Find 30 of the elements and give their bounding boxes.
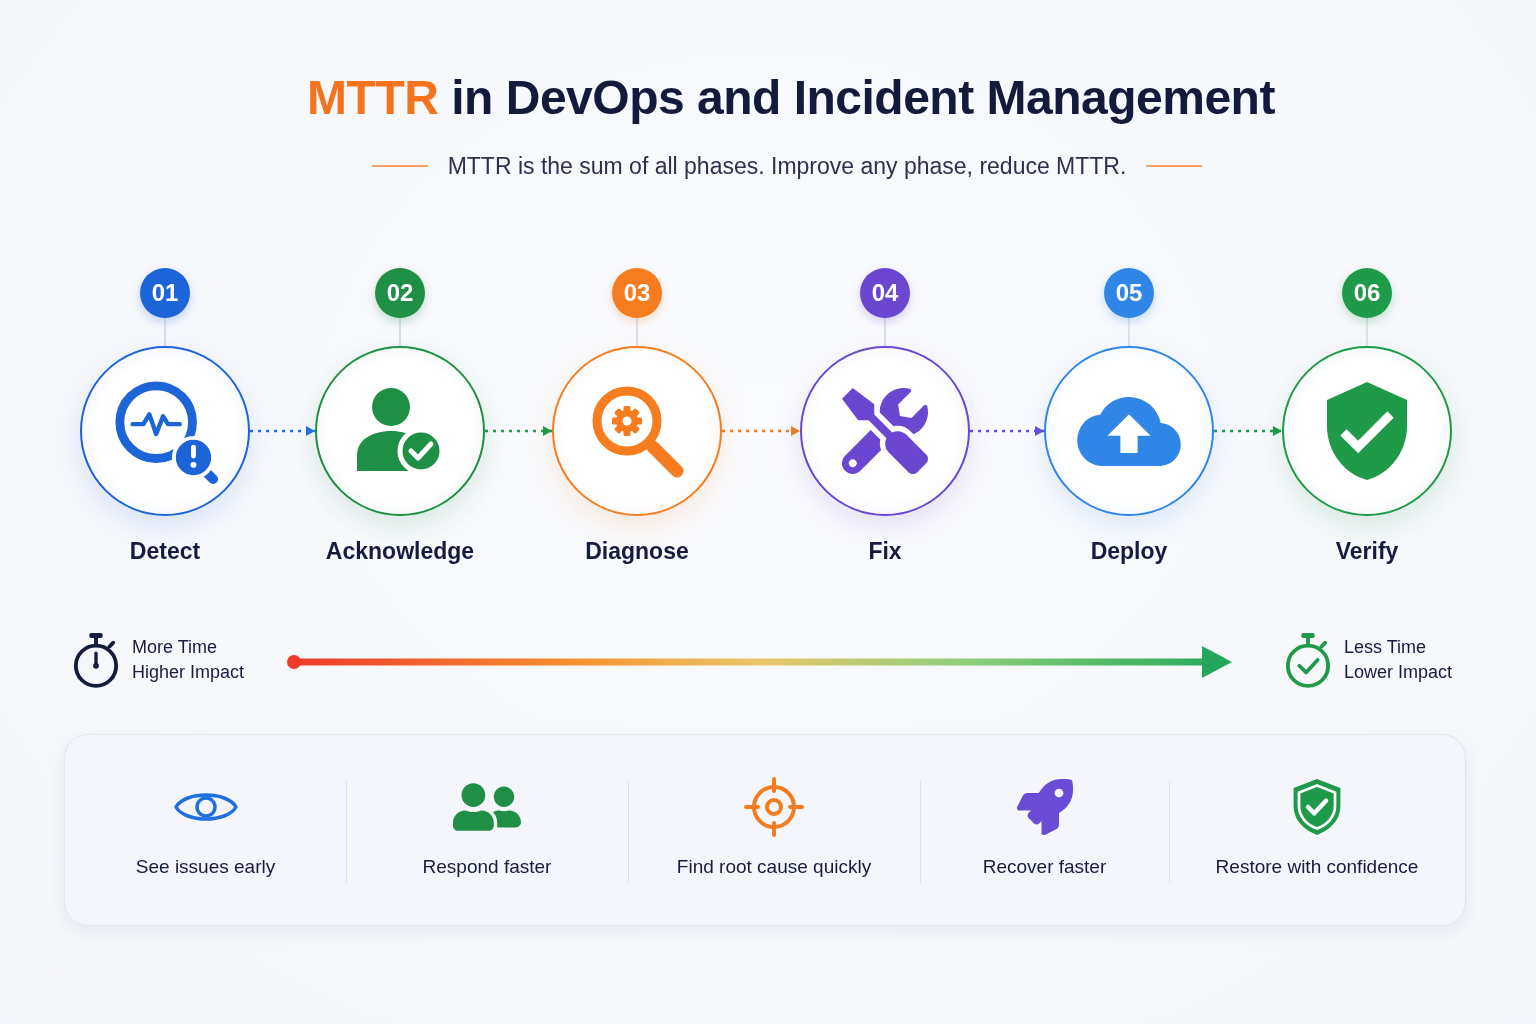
dotted-arrow: [722, 426, 800, 436]
scale-label: Higher Impact: [132, 661, 245, 684]
dotted-arrow: [970, 426, 1044, 436]
benefits-panel: [64, 734, 1466, 926]
dotted-arrow: [250, 426, 315, 436]
phase-label: Acknowledge: [325, 537, 475, 566]
dotted-arrow: [485, 426, 552, 436]
phase-label: Fix: [868, 537, 902, 566]
phase-label: Detect: [129, 537, 201, 566]
title: MTTR in DevOps and Incident Management: [306, 70, 1276, 126]
scale-label: Lower Impact: [1344, 661, 1453, 684]
number-badge: 05: [1104, 268, 1154, 318]
benefit-label: Find root cause quickly: [676, 855, 872, 879]
benefit-label: See issues early: [135, 855, 276, 879]
phase-label: Verify: [1335, 537, 1399, 566]
phase-label: Deploy: [1090, 537, 1168, 566]
gradient-arrow: [287, 646, 1232, 678]
number-badge: 01: [140, 268, 190, 318]
benefit-label: Recover faster: [982, 855, 1107, 879]
number-badge: 03: [612, 268, 662, 318]
scale-label: Less Time: [1344, 636, 1428, 659]
number-badge: 02: [375, 268, 425, 318]
number-badge: 06: [1342, 268, 1392, 318]
number-badge: 04: [860, 268, 910, 318]
benefit-label: Restore with confidence: [1215, 855, 1419, 879]
scale-label: More Time: [132, 636, 219, 659]
benefit-label: Respond faster: [422, 855, 552, 879]
subtitle: MTTR is the sum of all phases. Improve any phase, reduce MTTR.: [447, 152, 1127, 180]
phase-label: Diagnose: [585, 537, 689, 566]
dotted-arrow: [1214, 426, 1282, 436]
